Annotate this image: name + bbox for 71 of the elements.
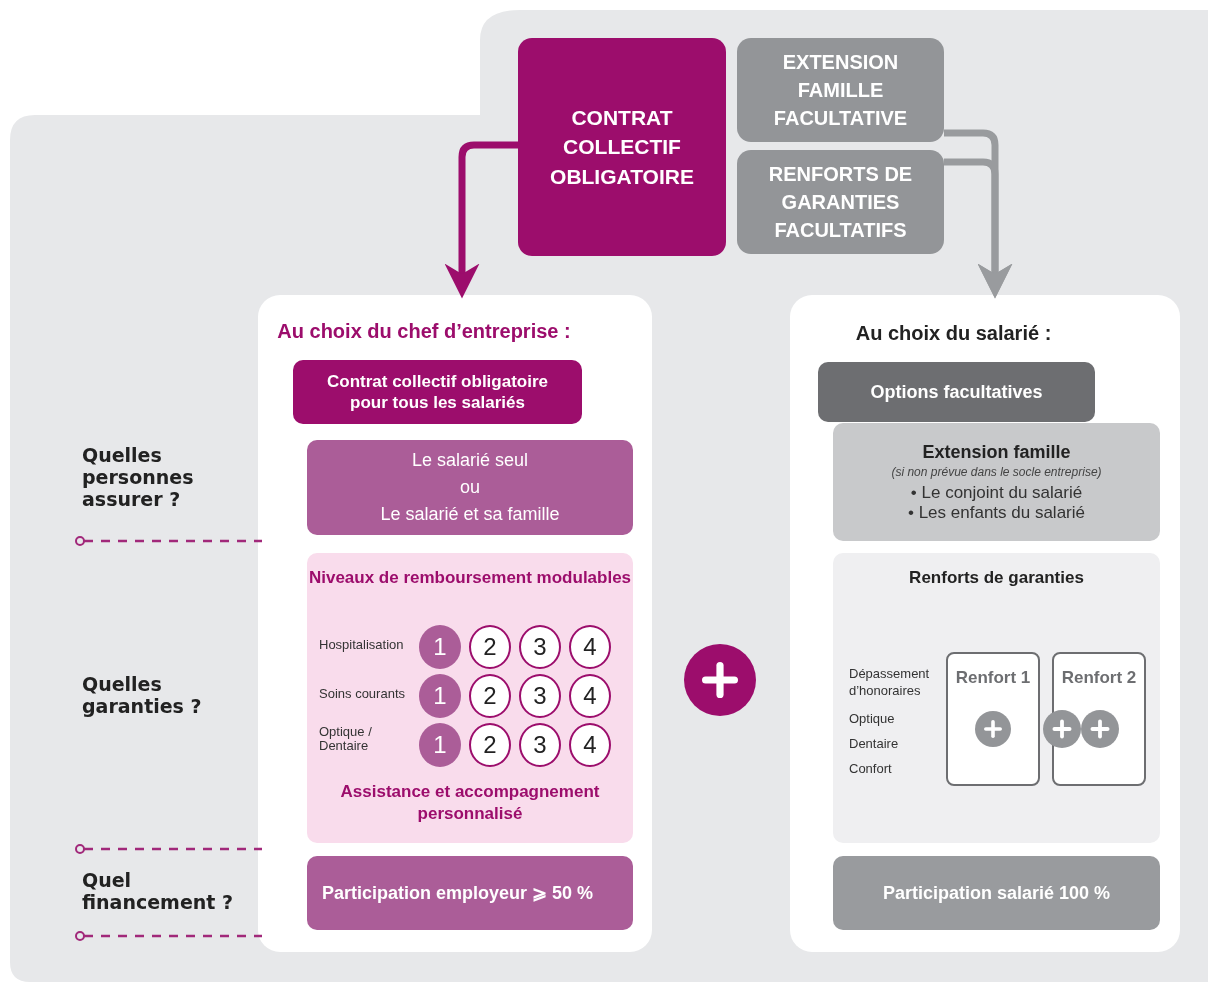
level-circle	[569, 723, 611, 767]
row-label: Optique / Dentaire	[319, 725, 373, 754]
coverage-box	[307, 440, 633, 535]
level-circle	[569, 625, 611, 669]
box-text: (si non prévue dans le socle entreprise)	[891, 464, 1102, 479]
box-text: Le salarié et sa famille	[380, 503, 560, 526]
box-text: RENFORTS DE GARANTIES FACULTATIFS	[767, 162, 914, 243]
level-circle	[519, 674, 561, 718]
level-number: 3	[533, 633, 547, 661]
contract-box	[518, 38, 726, 256]
level-circle	[469, 723, 511, 767]
funding-box	[833, 856, 1160, 930]
box-text: • Les enfants du salarié	[908, 502, 1085, 523]
level-circle	[569, 674, 611, 718]
level-circle	[469, 625, 511, 669]
box-text: Extension famille	[922, 441, 1071, 463]
funding-box	[307, 856, 633, 930]
level-number: 1	[433, 633, 447, 661]
level-number: 2	[483, 731, 497, 759]
row-label: Hospitalisation	[319, 637, 405, 652]
options-box	[818, 362, 1095, 422]
box-text: ou	[460, 476, 480, 499]
level-number: 3	[533, 731, 547, 759]
level-number: 4	[583, 731, 597, 759]
panel-heading: Au choix du chef d’entreprise :	[276, 320, 572, 343]
row-label: Optique	[849, 711, 896, 726]
level-number: 4	[583, 682, 597, 710]
level-number: 1	[433, 731, 447, 759]
box-heading: Renforts de garanties	[908, 567, 1085, 589]
row-label: Soins courants	[319, 686, 406, 701]
box-text: Options facultatives	[870, 381, 1043, 403]
level-number: 1	[433, 682, 447, 710]
box-text: CONTRAT COLLECTIF OBLIGATOIRE	[549, 104, 695, 190]
level-circle	[519, 723, 561, 767]
card-title: Renfort 1	[954, 668, 1032, 688]
box-text: Participation employeur ⩾ 50 %	[322, 882, 594, 904]
level-number: 2	[483, 682, 497, 710]
level-number: 2	[483, 633, 497, 661]
box-text: • Le conjoint du salarié	[910, 482, 1083, 503]
choice-panel	[790, 295, 1180, 952]
level-number: 3	[533, 682, 547, 710]
level-circle	[469, 674, 511, 718]
box-text: Contrat collectif obligatoire pour tous les salariés	[326, 370, 549, 414]
level-circle	[419, 674, 461, 718]
row-question: Quelles personnes assurer ?	[82, 445, 195, 511]
row-label: Dentaire	[849, 736, 900, 751]
box-text: Participation salarié 100 %	[882, 882, 1111, 904]
choice-panel	[258, 295, 652, 952]
extension-box	[833, 423, 1160, 541]
row-label: Dépassement d’honoraires	[849, 666, 931, 700]
row-question: Quel financement ?	[82, 870, 235, 914]
option-box	[737, 150, 944, 254]
box-heading: Niveaux de remboursement modulables	[307, 567, 633, 589]
box-text: Le salarié seul	[411, 449, 529, 472]
arrow	[444, 141, 518, 299]
level-circle	[519, 625, 561, 669]
panel-heading: Au choix du salarié :	[854, 322, 1053, 345]
boost-card	[946, 652, 1040, 786]
level-circle	[419, 723, 461, 767]
guarantee-box	[307, 553, 633, 843]
row-question: Quelles garanties ?	[82, 674, 203, 718]
contract-box	[293, 360, 582, 424]
arrow	[944, 158, 1013, 299]
card-title: Renfort 2	[1060, 668, 1138, 688]
boost-box	[833, 553, 1160, 843]
level-circle	[419, 625, 461, 669]
box-heading: Assistance et accompagnement personnalisé	[339, 781, 601, 826]
level-number: 4	[583, 633, 597, 661]
option-box	[737, 38, 944, 142]
box-text: EXTENSION FAMILLE FACULTATIVE	[772, 50, 909, 131]
row-label: Confort	[849, 761, 893, 776]
